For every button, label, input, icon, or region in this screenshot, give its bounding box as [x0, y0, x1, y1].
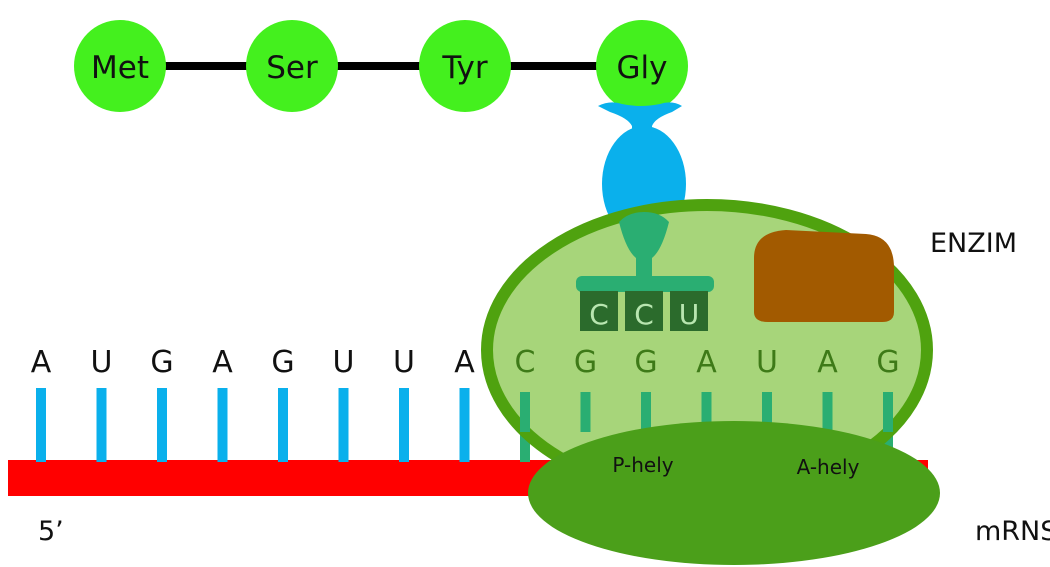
mrna-base-stick [520, 392, 530, 432]
amino-acid-label: Gly [617, 50, 668, 86]
ribosome-small-subunit [528, 421, 940, 565]
mrna-base-letter: U [756, 345, 778, 380]
mrna-base-letter: A [696, 345, 717, 380]
amino-acid-label: Met [91, 50, 149, 86]
mrna-base-stick [278, 388, 288, 462]
mrna-base-letter: G [271, 345, 294, 380]
mrna-base-stick [641, 392, 651, 432]
peptide-chain: Met Ser Tyr Gly [74, 20, 688, 112]
amino-acid-circle [74, 20, 166, 112]
trna-acceptor-arm [598, 102, 682, 138]
amino-acid-label: Tyr [441, 50, 487, 86]
mrna-base-stick [157, 388, 167, 462]
mrna-base-stick [580, 392, 591, 432]
anticodon-letter: C [634, 298, 654, 331]
enzyme-blob [754, 230, 894, 322]
amino-acid-circle [596, 20, 688, 112]
mrna-base-letter: G [634, 345, 657, 380]
mrna-base-letter: G [150, 345, 173, 380]
five-prime-label: 5’ [38, 516, 64, 547]
anticodon-box [625, 291, 663, 331]
mrna-base-letter: A [454, 345, 475, 380]
amino-acid-met: Met [74, 20, 166, 112]
mrna-base-stick [338, 388, 349, 462]
mrna-base-letter: U [393, 345, 415, 380]
anticodon-letter: U [679, 298, 700, 331]
mrna-base-letter: U [91, 345, 113, 380]
mrna-base-stick [701, 392, 712, 432]
anticodon-letter: C [589, 298, 609, 331]
mrna-base-letter: U [333, 345, 355, 380]
mrna-base-stick [36, 388, 46, 462]
mrna-base-stick [762, 392, 772, 432]
mrna-base-letter: G [574, 345, 597, 380]
mrna-base-stick [459, 388, 470, 462]
mrna-base-letter: A [31, 345, 52, 380]
enzyme-label: ENZIM [930, 228, 1017, 259]
amino-acid-circle [246, 20, 338, 112]
mrna-label: mRNS [975, 516, 1050, 547]
amino-acid-gly: Gly [596, 20, 688, 112]
mrna-base-letter: G [876, 345, 899, 380]
amino-acid-label: Ser [266, 50, 318, 86]
mrna-base-stick [217, 388, 228, 462]
anticodon-box [670, 291, 708, 331]
amino-acid-ser: Ser [246, 20, 338, 112]
p-site-label: P-hely [612, 453, 673, 477]
amino-acid-circle [419, 20, 511, 112]
mrna-base-stick [822, 392, 833, 432]
trna-anticodon-bar [576, 276, 714, 292]
trna-anticodon-arm [576, 212, 714, 292]
mrna-base-stick [96, 388, 107, 462]
a-site-label: A-hely [797, 455, 860, 479]
mrna-base-letter: C [515, 345, 536, 380]
amino-acid-tyr: Tyr [419, 20, 511, 112]
mrna-base-letter: A [817, 345, 838, 380]
trna-body-inner [619, 212, 669, 276]
mrna-base-letter: A [212, 345, 233, 380]
mrna-base-stick [399, 388, 409, 462]
anticodon-box [580, 291, 618, 331]
mrna-base-stick [883, 392, 893, 432]
